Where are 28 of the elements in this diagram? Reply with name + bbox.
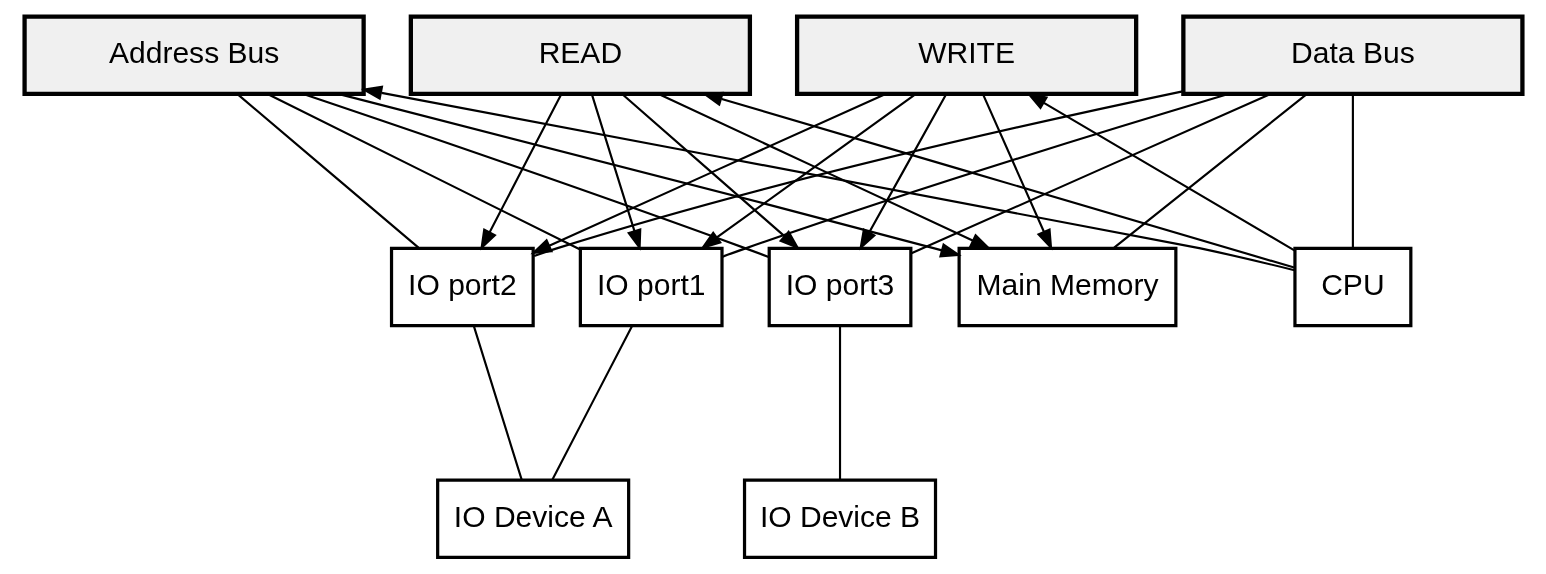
arrow (699, 93, 917, 250)
arrow (590, 93, 641, 251)
connector (551, 325, 633, 480)
connector (838, 325, 841, 480)
connector (236, 93, 419, 249)
node-box: Address Bus (21, 14, 366, 96)
arrow (700, 91, 1294, 269)
arrow (360, 85, 1295, 272)
node-box: IO port2 (389, 246, 535, 328)
node-box: IO port1 (578, 246, 724, 328)
node-box: READ (408, 14, 752, 96)
arrow (529, 92, 886, 255)
connector (1351, 93, 1354, 248)
arrow (657, 92, 992, 250)
node-box: CPU (1292, 246, 1412, 328)
arrow (479, 93, 562, 251)
arrow (858, 93, 947, 251)
connector (533, 90, 1183, 257)
arrow (620, 93, 800, 250)
node-box: IO Device A (435, 478, 630, 559)
node-box: IO port3 (767, 246, 912, 328)
arrow (981, 93, 1052, 251)
node-box: Main Memory (957, 246, 1177, 328)
node-box: Data Bus (1180, 14, 1525, 96)
connector (1113, 93, 1308, 249)
connector (472, 325, 523, 480)
node-box: WRITE (794, 14, 1138, 96)
node-box: IO Device B (742, 478, 937, 559)
